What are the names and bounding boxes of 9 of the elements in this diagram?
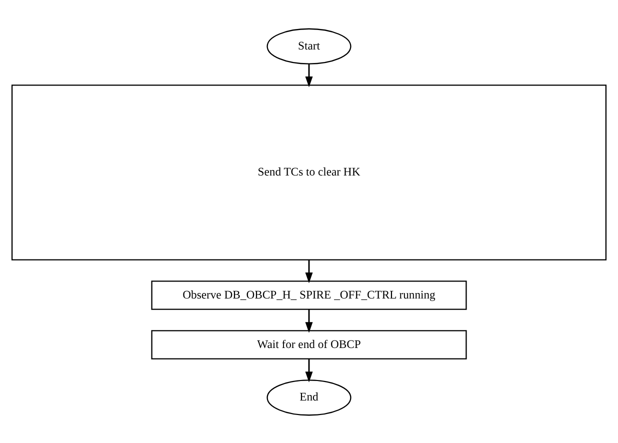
node-box: Observe DB_OBCP_H_ SPIRE _OFF_CTRL running [151, 280, 467, 310]
node-ellipse: End [266, 379, 352, 416]
arrow [305, 260, 313, 283]
arrow [305, 64, 313, 87]
arrow [305, 308, 313, 332]
node-ellipse: Start [266, 28, 352, 64]
node-box: Wait for end of OBCP [151, 330, 467, 359]
arrow [305, 358, 313, 382]
node-box: Send TCs to clear HK [11, 84, 607, 260]
